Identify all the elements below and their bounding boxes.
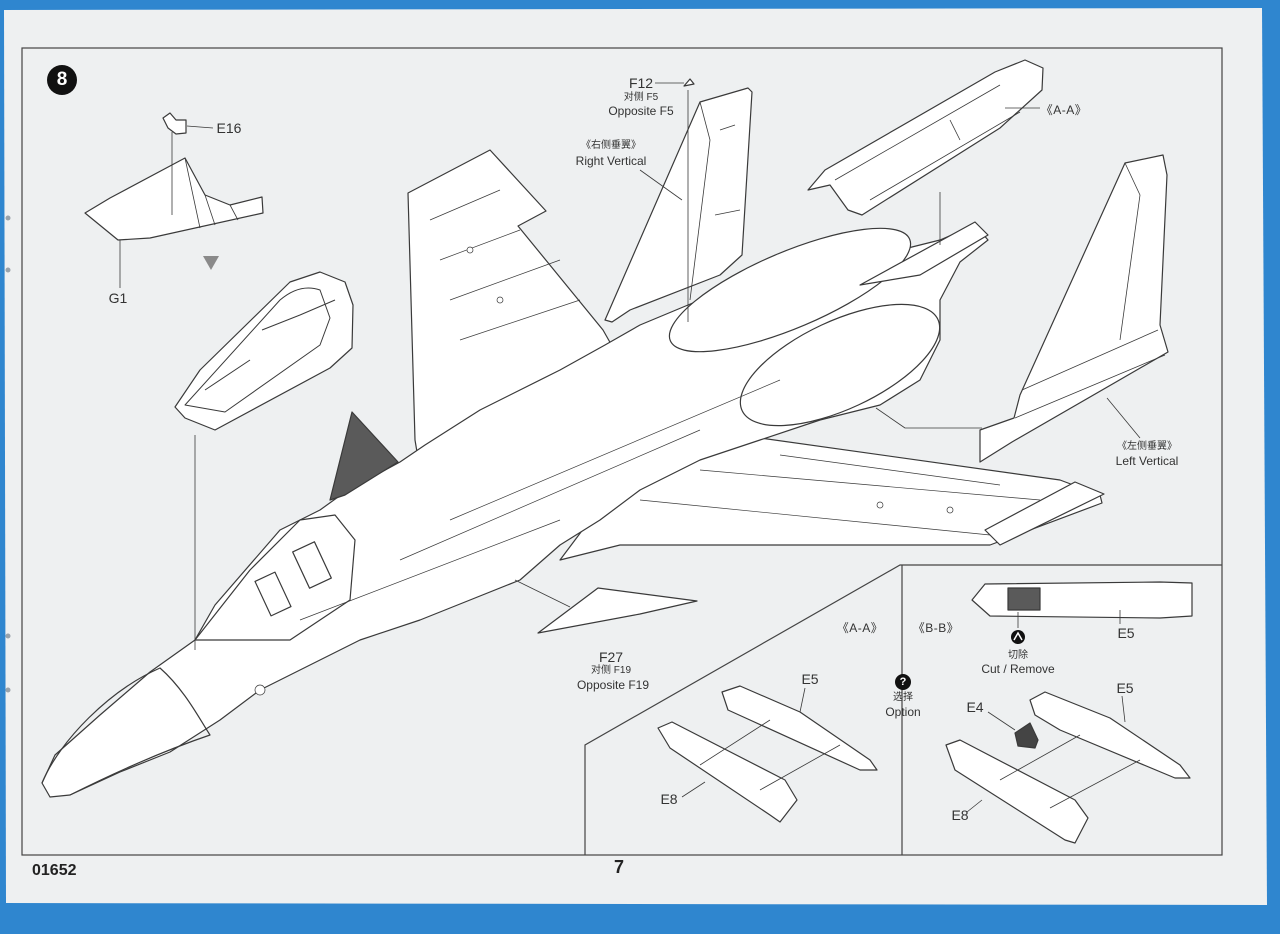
- detail-aa-title: 《A-A》: [836, 621, 884, 635]
- label-f27-opposite-cn: 对侧 F19: [590, 665, 632, 676]
- panel-hole: [496, 296, 504, 304]
- option-label-cn: 选择: [893, 692, 913, 703]
- panel-holes: [254, 246, 954, 696]
- dorsal-fin-shaded: [329, 411, 399, 501]
- detail-bb-label-e8: E8: [951, 807, 969, 823]
- cut-icon-mark: [1013, 631, 1023, 641]
- detail-aa-frame: [584, 564, 1222, 855]
- instruction-frame: [21, 47, 1223, 856]
- right-vertical-leader: [639, 169, 683, 201]
- engine-nacelle-lower: [739, 303, 941, 427]
- cut-label-cn: 切除: [1008, 650, 1028, 661]
- label-f12-opposite-cn: 对侧 F5: [623, 92, 659, 103]
- panel-hole: [876, 501, 884, 509]
- hole-punch: [5, 687, 11, 693]
- ventral-fin-leader: [514, 579, 571, 608]
- label-f12-opposite-en: Opposite F5: [608, 104, 674, 118]
- ventral-fin-part: [537, 587, 698, 634]
- question-circle-icon: ?: [895, 674, 911, 690]
- canopy-cover-detail: [184, 157, 239, 229]
- panel-hole: [946, 506, 954, 514]
- detail-bb-label-e5: E5: [1116, 680, 1134, 696]
- hole-punch: [5, 215, 11, 221]
- detail-aa-label-e5: E5: [801, 671, 819, 687]
- detail-bb-e4-part: [1014, 722, 1039, 749]
- detail-aa-e8-part: [657, 721, 798, 823]
- down-arrow-icon: [203, 256, 219, 270]
- rear-seat: [292, 541, 332, 589]
- hole-punch: [5, 267, 11, 273]
- right-vertical-tail: [604, 87, 753, 323]
- label-f27: F27: [598, 649, 624, 665]
- tail-boom: [859, 221, 989, 286]
- left-vertical-label-leader: [1106, 397, 1141, 439]
- step-number: 8: [56, 69, 68, 90]
- cut-area: [1007, 587, 1041, 611]
- step-number-badge: 8: [47, 65, 77, 95]
- label-right-vertical-cn: 《右侧垂翼》: [581, 140, 641, 151]
- canopy-clip-part: [162, 112, 187, 135]
- detail-aa-label-e8: E8: [660, 791, 678, 807]
- engine-nacelle-upper: [668, 227, 912, 353]
- antenna-part: [683, 78, 695, 87]
- section-aa-tube: [807, 59, 1044, 216]
- detail-bb-guides: [966, 695, 1141, 813]
- right-vertical-detail: [689, 101, 741, 301]
- detail-bb-title: 《B-B》: [912, 621, 960, 635]
- label-f27-opposite-en: Opposite F19: [576, 678, 650, 692]
- panel-hole: [254, 684, 266, 696]
- label-left-vertical-en: Left Vertical: [1115, 454, 1179, 468]
- detail-bb-label-e4: E4: [966, 699, 984, 715]
- label-e16: E16: [216, 120, 242, 136]
- detail-bb-cut-label-e5: E5: [1117, 625, 1135, 641]
- front-seat: [254, 571, 292, 617]
- hole-punch: [5, 633, 11, 639]
- e16-leader: [186, 125, 214, 129]
- canopy-frames: [184, 287, 336, 413]
- detail-bb-e5-part: [1029, 691, 1191, 779]
- detail-aa-e5-part: [721, 685, 878, 771]
- left-vertical-detail: [1014, 162, 1166, 419]
- option-label-en: Option: [885, 705, 921, 719]
- cut-label-en: Cut / Remove: [981, 662, 1055, 676]
- option-glyph: ?: [899, 676, 907, 688]
- label-section-aa-ref: 《A-A》: [1040, 103, 1088, 117]
- label-f12: F12: [628, 75, 654, 91]
- label-left-vertical-cn: 《左侧垂翼》: [1117, 441, 1177, 452]
- cut-icon: [1011, 630, 1025, 644]
- kit-code: 01652: [32, 862, 77, 879]
- left-vertical-leader: [875, 407, 982, 429]
- left-vertical-tail: [979, 154, 1169, 463]
- detail-aa-guides: [681, 687, 841, 798]
- label-right-vertical-en: Right Vertical: [575, 154, 647, 168]
- canopy-cover-part: [84, 157, 264, 241]
- nose-radome: [41, 667, 211, 796]
- label-g1: G1: [108, 290, 128, 306]
- panel-lines: [299, 189, 1041, 621]
- tube-detail: [834, 84, 1021, 201]
- detail-bb-e8-part: [945, 739, 1089, 844]
- panel-hole: [466, 246, 474, 254]
- fuselage: [41, 224, 989, 798]
- wingtip-rail: [984, 481, 1105, 546]
- cut-icon-disc: [1011, 630, 1025, 644]
- page-number: 7: [614, 857, 625, 877]
- detail-bb-e5-top-part: [971, 581, 1193, 619]
- hole-punches: [5, 215, 11, 693]
